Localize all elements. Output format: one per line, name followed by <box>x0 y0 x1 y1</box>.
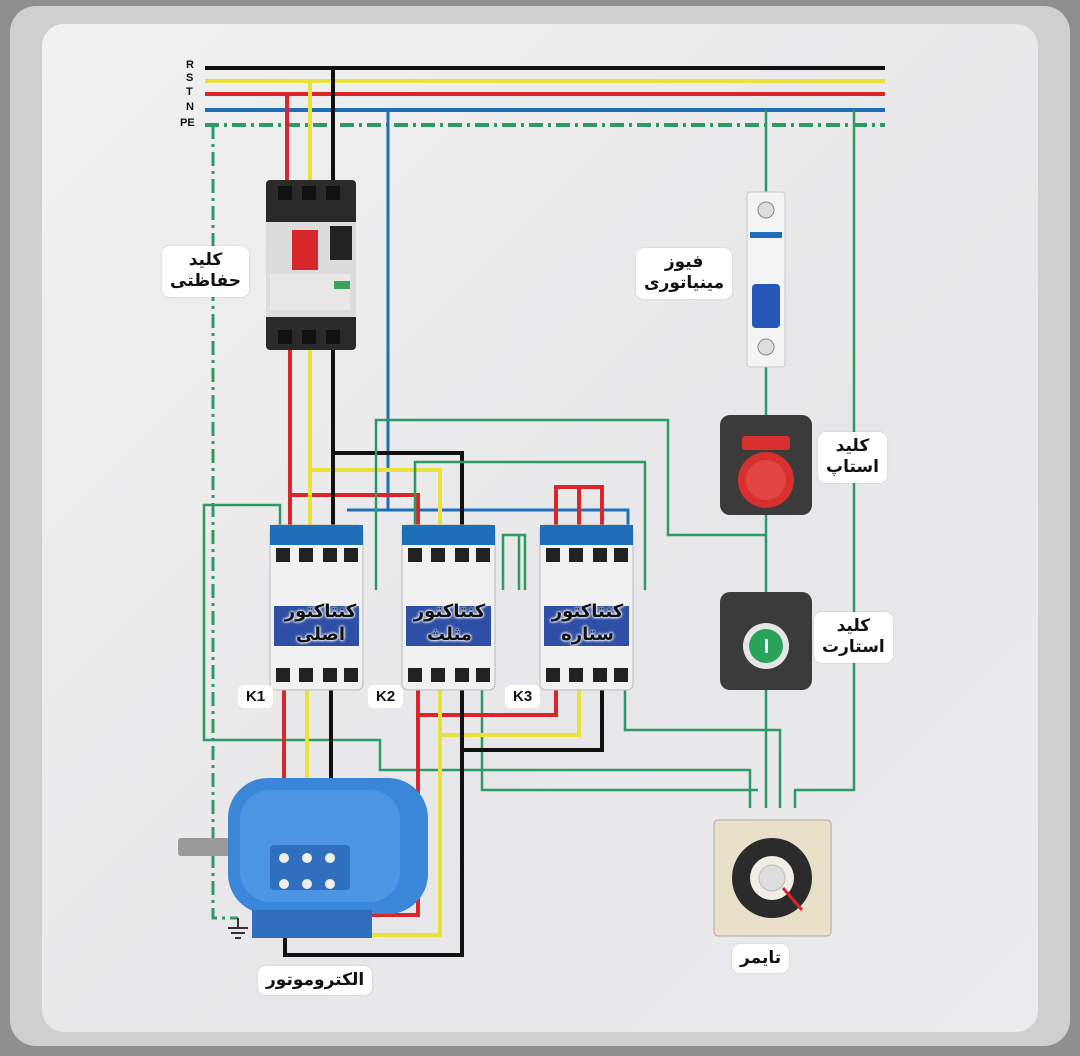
bus-label-t: T <box>186 86 193 98</box>
motor-label: الکتروموتور <box>258 966 373 996</box>
bus-bars <box>205 66 885 127</box>
pe-wire <box>211 125 238 920</box>
start-switch-label: کلید استارت <box>814 612 893 663</box>
bus-label-s: S <box>186 72 194 84</box>
contactor-k1-name: کنتاکتور اصلی <box>284 601 357 645</box>
bus-label-pe: PE <box>180 117 195 129</box>
protective-switch-label: کلید حفاظتی <box>162 246 250 297</box>
stop-switch-label: کلید استاپ <box>818 432 887 483</box>
contactor-k2-id: K2 <box>368 685 404 708</box>
contactor-k2-body <box>401 524 496 691</box>
contactor-k3-name: کنتاکتور ستاره <box>551 601 624 645</box>
bus-label-r: R <box>186 59 194 71</box>
contactor-icon <box>269 524 634 691</box>
contactor-k1-id: K1 <box>238 685 274 708</box>
contactor-k2-name: کنتاکتور مثلث <box>413 601 486 645</box>
contactor-k3-body <box>539 524 634 691</box>
timer-icon <box>713 819 832 937</box>
bus-label-n: N <box>186 101 194 113</box>
mcb-icon <box>746 191 786 368</box>
start-button-icon <box>720 592 812 690</box>
contactor-k1-body <box>269 524 364 691</box>
breaker-feed-wires <box>285 68 335 192</box>
miniature-fuse-label: فیوز مینیاتوری <box>636 248 733 299</box>
contactor-k3-id: K3 <box>505 685 541 708</box>
timer-label: تایمر <box>732 944 790 974</box>
motor-icon <box>178 778 428 938</box>
breaker-icon <box>266 180 356 350</box>
ground-icon <box>228 918 248 939</box>
stop-button-icon <box>720 415 812 515</box>
